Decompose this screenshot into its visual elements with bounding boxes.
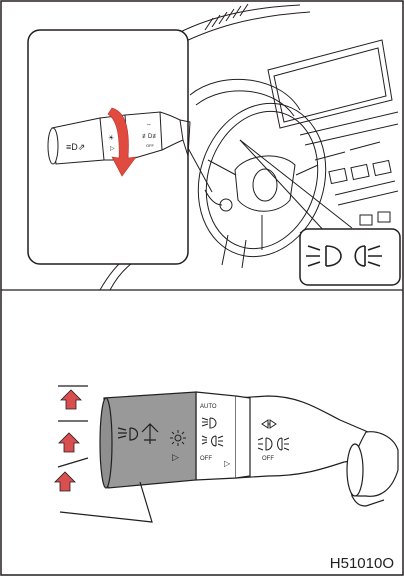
- arrow-up-2: [59, 433, 79, 452]
- inset-off-label: OFF: [146, 143, 155, 148]
- inset-fog-symbol: ≢D≢: [142, 133, 158, 140]
- off-label-ring: OFF: [200, 456, 212, 462]
- inset-dimmer-symbol: ≡D⇗: [66, 142, 85, 152]
- direction-arrows: [55, 386, 88, 491]
- triangle-mark-knob: ▷: [172, 452, 179, 462]
- inset-arrow-symbol: ▷: [110, 146, 115, 152]
- switch-inset-box: ≡D⇗ ☀ ▷ ⇔ ≢D≢ OFF: [28, 30, 190, 264]
- indicator-pointer-line: [240, 140, 352, 228]
- auto-label: AUTO: [200, 404, 217, 410]
- column-stalk: [205, 190, 232, 211]
- knob-end-cap: [100, 398, 112, 488]
- headlight-indicator-box: [300, 229, 400, 285]
- arrow-up-3: [55, 472, 75, 491]
- inset-parking-symbol: ☀: [108, 134, 114, 142]
- inset-flash-symbol: ⇔: [146, 122, 152, 128]
- arrow-up-1: [61, 390, 81, 409]
- off-label-stalk: OFF: [262, 456, 274, 462]
- switch-closeup: ▷ AUTO OFF ▷ OFF: [100, 392, 398, 506]
- figure-code: H51010O: [330, 555, 394, 572]
- triangle-mark-ring: ▷: [224, 459, 231, 468]
